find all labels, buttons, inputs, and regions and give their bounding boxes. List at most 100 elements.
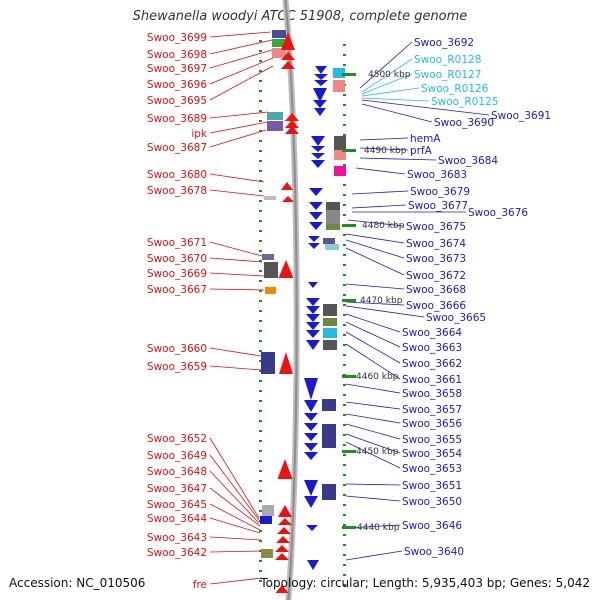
tick-mark xyxy=(343,584,346,586)
leader-line xyxy=(209,49,273,69)
gene-label: Swoo_3652 xyxy=(147,433,207,445)
kbp-label: 4440 kbp xyxy=(357,523,400,533)
feature-box xyxy=(323,318,337,326)
tick-mark xyxy=(343,134,346,136)
gene-label: Swoo_R0128 xyxy=(414,54,481,66)
leader-line xyxy=(209,365,262,371)
leader-line xyxy=(345,331,401,364)
forward-gene-arrow xyxy=(279,352,293,374)
gene-label: Swoo_3690 xyxy=(434,117,494,129)
tick-mark xyxy=(259,310,262,312)
reverse-gene-arrow xyxy=(314,80,328,86)
tick-mark xyxy=(259,190,262,192)
gene-label: Swoo_3697 xyxy=(147,63,207,75)
gene-label: Swoo_3666 xyxy=(406,300,466,312)
reverse-gene-arrow xyxy=(314,74,328,80)
leader-line xyxy=(345,401,401,410)
leader-line xyxy=(209,536,262,541)
reverse-gene-arrow xyxy=(308,243,320,249)
forward-gene-arrow xyxy=(281,32,295,50)
kbp-tick xyxy=(342,149,356,152)
gene-label: Swoo_3674 xyxy=(406,238,466,250)
gene-label: Swoo_3677 xyxy=(408,200,468,212)
tick-mark xyxy=(343,284,346,286)
tick-mark xyxy=(343,264,346,266)
gene-label: Swoo_3699 xyxy=(147,32,207,44)
gene-label: Swoo_3664 xyxy=(402,327,462,339)
leader-line xyxy=(345,413,401,424)
tick-mark xyxy=(259,240,262,242)
gene-label: Swoo_3663 xyxy=(402,342,462,354)
tick-mark xyxy=(259,210,262,212)
forward-gene-arrow xyxy=(285,126,299,134)
leader-line xyxy=(361,87,420,97)
leader-line xyxy=(209,241,263,257)
gene-label: ipk xyxy=(191,128,208,140)
kbp-label: 4480 kbp xyxy=(362,221,405,231)
tick-mark xyxy=(343,194,346,196)
tick-mark xyxy=(343,534,346,536)
forward-gene-arrow xyxy=(278,505,292,517)
tick-mark xyxy=(343,524,346,526)
topology-text: Topology: circular; Length: 5,935,403 bp… xyxy=(260,576,590,590)
gene-label: prfA xyxy=(410,145,433,157)
feature-box xyxy=(261,352,275,374)
feature-box xyxy=(322,399,336,411)
tick-mark xyxy=(259,530,262,532)
gene-label: Swoo_3698 xyxy=(147,49,207,61)
forward-gene-arrow xyxy=(275,553,289,560)
feature-box xyxy=(326,210,340,224)
tick-mark xyxy=(259,500,262,502)
tick-mark xyxy=(259,480,262,482)
reverse-gene-arrow xyxy=(306,314,320,322)
tick-mark xyxy=(259,320,262,322)
forward-gene-arrow xyxy=(278,518,292,525)
forward-gene-arrow xyxy=(275,585,289,593)
feature-box xyxy=(323,340,337,350)
reverse-gene-arrow xyxy=(311,153,325,159)
feature-box xyxy=(323,304,337,316)
feature-box xyxy=(264,196,276,200)
leader-line xyxy=(345,441,401,469)
tick-mark xyxy=(343,304,346,306)
tick-mark xyxy=(259,430,262,432)
leader-line xyxy=(345,313,401,333)
tick-mark xyxy=(343,564,346,566)
tick-mark xyxy=(343,434,346,436)
kbp-label: 4490 kbp xyxy=(364,146,407,156)
tick-mark xyxy=(259,110,262,112)
tick-mark xyxy=(343,204,346,206)
tick-mark xyxy=(259,90,262,92)
tick-mark xyxy=(343,344,346,346)
gene-label: Swoo_3648 xyxy=(147,466,207,478)
gene-label: Swoo_3665 xyxy=(426,312,486,324)
gene-label: Swoo_3667 xyxy=(147,284,207,296)
kbp-tick xyxy=(342,73,356,76)
tick-mark xyxy=(259,50,262,52)
tick-mark xyxy=(259,60,262,62)
accession-text: Accession: NC_010506 xyxy=(9,576,146,590)
feature-box xyxy=(260,516,272,524)
tick-mark xyxy=(343,54,346,56)
feature-box xyxy=(272,39,286,47)
tick-mark xyxy=(259,510,262,512)
leader-line xyxy=(209,288,265,291)
leader-line xyxy=(355,167,406,175)
gene-label: Swoo_3658 xyxy=(402,388,462,400)
tick-mark xyxy=(259,180,262,182)
leader-line xyxy=(345,433,401,454)
leader-line xyxy=(209,189,265,197)
gene-label: Swoo_R0125 xyxy=(431,96,498,108)
gene-label: fre xyxy=(193,579,207,591)
tick-mark xyxy=(259,570,262,572)
feature-box xyxy=(325,244,339,250)
gene-label: Swoo_3655 xyxy=(402,434,462,446)
leader-line xyxy=(209,173,265,183)
gene-label: Swoo_3646 xyxy=(402,520,462,532)
forward-gene-arrow xyxy=(285,120,299,128)
reverse-gene-arrow xyxy=(313,88,327,102)
gene-label: hemA xyxy=(410,133,441,145)
reverse-gene-arrow xyxy=(309,212,323,220)
tick-mark xyxy=(343,424,346,426)
